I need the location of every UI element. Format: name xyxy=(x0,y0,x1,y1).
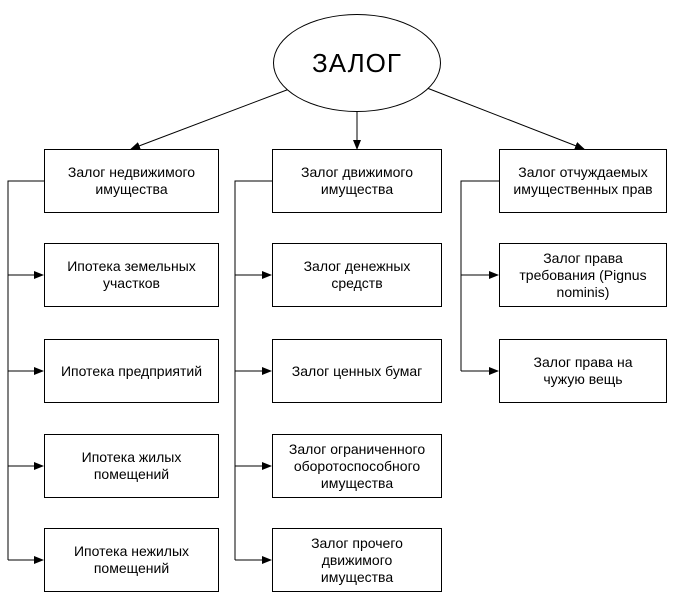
node-securities-pledge: Залог ценных бумаг xyxy=(272,339,442,403)
node-cash-pledge: Залог денежных средств xyxy=(272,243,442,307)
node-right-in-rem-pledge: Залог права на чужую вещь xyxy=(499,339,667,403)
root-node-zalog: ЗАЛОГ xyxy=(273,14,441,112)
arrow-root-to-col1 xyxy=(130,87,293,150)
spine-col2 xyxy=(234,180,272,560)
node-enterprise-mortgage: Ипотека предприятий xyxy=(44,339,219,403)
header-movable-property: Залог движимого имущества xyxy=(272,149,442,213)
node-claim-right-pledge: Залог права требования (Pignus nominis) xyxy=(499,243,667,307)
spine-col1 xyxy=(7,180,44,560)
node-nonresidential-mortgage: Ипотека нежилых помещений xyxy=(44,528,219,592)
node-restricted-property-pledge: Залог ограниченного оборотоспособного им… xyxy=(272,434,442,498)
node-land-mortgage: Ипотека земельных участков xyxy=(44,243,219,307)
header-property-rights: Залог отчуждаемых имущественных прав xyxy=(499,149,667,213)
node-other-movable-pledge: Залог прочего движимого имущества xyxy=(272,528,442,592)
spine-col3 xyxy=(460,180,499,371)
node-residential-mortgage: Ипотека жилых помещений xyxy=(44,434,219,498)
header-real-estate: Залог недвижимого имущества xyxy=(44,149,219,213)
arrow-root-to-col3 xyxy=(426,87,585,150)
